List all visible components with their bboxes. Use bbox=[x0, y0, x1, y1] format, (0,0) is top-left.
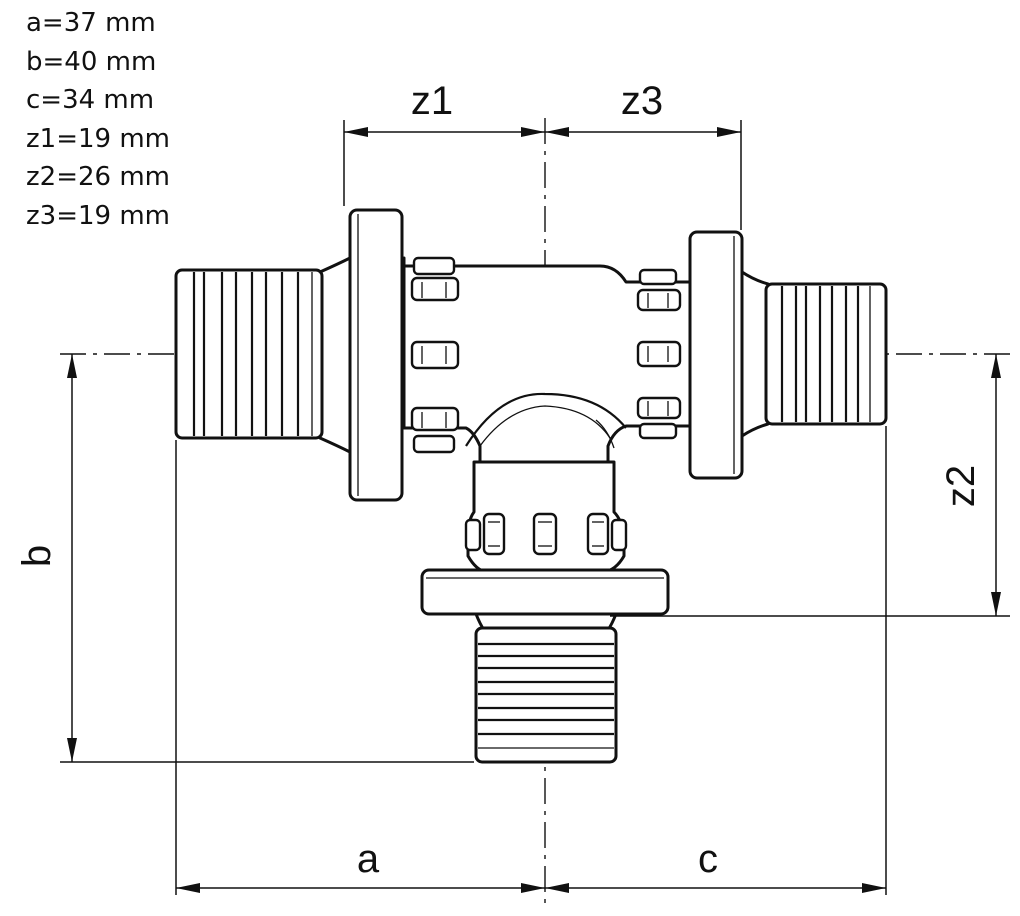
bottom-retaining-clips bbox=[464, 512, 628, 556]
label-z2: z2 bbox=[939, 465, 983, 507]
spec-z3: z3=19 mm bbox=[26, 200, 170, 231]
spec-a: a=37 mm bbox=[26, 8, 156, 38]
label-z1: z1 bbox=[411, 79, 453, 123]
left-transition bbox=[318, 256, 352, 454]
dimension-lines bbox=[67, 127, 1001, 893]
saddle-arch bbox=[465, 392, 627, 447]
spec-b: b=40 mm bbox=[26, 46, 157, 77]
spec-z1: z1=19 mm bbox=[26, 123, 170, 154]
left-retaining-clips bbox=[410, 256, 460, 454]
dimension-spec-list: a=37 mm b=40 mm c=34 mm z1=19 mm z2=26 m… bbox=[26, 4, 170, 235]
saddle-fold bbox=[595, 419, 615, 449]
bottom-press-sleeve bbox=[420, 568, 670, 616]
saddle-arch-inner bbox=[479, 405, 611, 447]
label-c: c bbox=[698, 837, 718, 881]
right-pipe-stub bbox=[764, 282, 888, 426]
left-stub-ribs bbox=[192, 272, 313, 436]
left-pipe-stub bbox=[174, 268, 324, 440]
label-z3: z3 bbox=[621, 79, 663, 123]
dimension-labels: z1 z3 a c b z2 bbox=[15, 79, 983, 881]
spec-c: c=34 mm bbox=[26, 85, 155, 115]
bottom-stub-ribs bbox=[478, 642, 614, 749]
right-transition bbox=[740, 270, 770, 438]
label-b: b bbox=[15, 545, 59, 567]
right-retaining-clips bbox=[636, 268, 682, 440]
tee-fitting-body bbox=[174, 208, 888, 764]
label-a: a bbox=[357, 837, 380, 881]
right-stub-ribs bbox=[780, 286, 871, 422]
extension-lines bbox=[60, 120, 1010, 895]
spec-z2: z2=26 mm bbox=[26, 162, 170, 192]
